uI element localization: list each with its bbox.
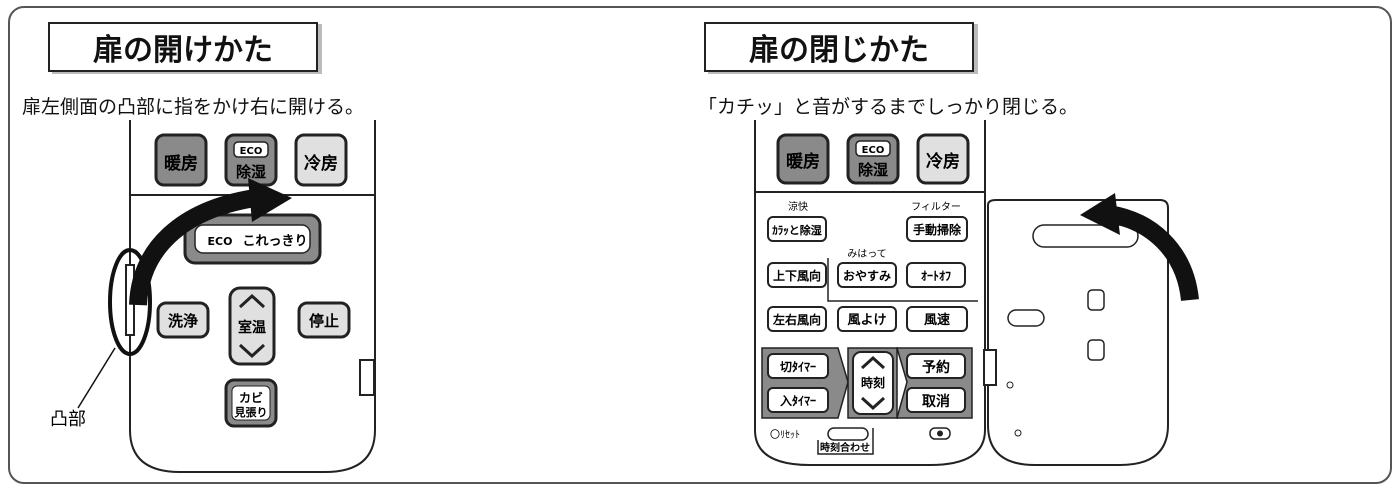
mold-watch-button: カビ 見張り (224, 378, 278, 428)
eco-clear-label: これっきり (242, 234, 307, 249)
open-caption: 扉左側面の凸部に指をかけ右に開ける。 (22, 96, 365, 118)
close-eco-label: ECO (862, 145, 885, 156)
leftright-button: 左右風向 (767, 306, 827, 332)
protrusion-highlight-circle (108, 248, 152, 356)
cool-button: 冷房 (294, 133, 348, 187)
mold-label-1: カビ (239, 390, 263, 405)
reset-label: 〇ﾘｾｯﾄ (770, 429, 800, 441)
manual-clean-button: 手動掃除 (906, 216, 968, 242)
protrusion-callout: 凸部 (50, 409, 86, 430)
wind-speed-button: 風速 (906, 306, 968, 332)
eco-label: ECO (240, 146, 263, 157)
svg-text:取消: 取消 (922, 393, 950, 410)
heat-label: 暖房 (164, 153, 198, 174)
eco-clear-eco: ECO (208, 235, 233, 248)
wind-avoid-button: 風よけ (837, 306, 897, 332)
close-cool-button: 冷房 (916, 133, 970, 185)
open-remote-illustration: 暖房 ECO 除湿 冷房 ECO これっきり 洗浄 室温 停止 カビ 見張り (50, 120, 376, 473)
svg-text:予約: 予約 (922, 359, 950, 376)
cool-label: 冷房 (304, 153, 338, 174)
svg-text:手動掃除: 手動掃除 (913, 222, 962, 237)
eco-dry-label: 除湿 (236, 163, 266, 181)
close-eco-dry-button: ECO 除湿 (846, 133, 900, 185)
on-timer-button: 入ﾀｲﾏｰ (767, 387, 829, 413)
clock-set-label: 時刻合わせ (820, 441, 870, 454)
room-temp-button: 室温 (228, 286, 276, 366)
svg-text:風速: 風速 (924, 312, 950, 328)
door-tab (983, 349, 997, 386)
svg-text:風よけ: 風よけ (847, 313, 886, 328)
door-window (1032, 224, 1139, 248)
door-panel (987, 199, 1169, 466)
stop-button: 停止 (297, 301, 351, 339)
filter-label: フィルター (911, 201, 961, 213)
stop-label: 停止 (309, 312, 339, 330)
room-temp-label: 室温 (238, 319, 266, 336)
off-timer-button: 切ﾀｲﾏｰ (767, 353, 829, 379)
svg-text:時刻: 時刻 (861, 375, 885, 390)
clock-set-slot (827, 427, 869, 441)
svg-text:ｵｰﾄｵﾌ: ｵｰﾄｵﾌ (921, 269, 951, 283)
open-title-text: 扉の開けかた (93, 33, 273, 68)
panel-frame (8, 6, 1392, 484)
close-caption: 「カチッ」と音がするまでしっかり閉じる。 (698, 96, 1079, 118)
svg-text:おやすみ: おやすみ (843, 269, 891, 283)
close-heat-label: 暖房 (786, 151, 820, 172)
svg-text:ｶﾗｯと除湿: ｶﾗｯと除湿 (772, 223, 822, 237)
mold-label-2: 見張り (234, 406, 268, 419)
mihatte-label: みはって (847, 248, 887, 260)
close-arrow-head (1080, 193, 1120, 235)
wash-label: 洗浄 (168, 312, 198, 330)
clock-button: 時刻 (852, 351, 894, 415)
eco-clear-button: ECO これっきり (183, 213, 322, 265)
open-arrow-shaft (129, 189, 257, 306)
open-title: 扉の開けかた (48, 22, 318, 72)
reserve-button: 予約 (906, 353, 966, 379)
cancel-button: 取消 (906, 387, 966, 413)
close-eco-dry-label: 除湿 (858, 161, 888, 179)
svg-text:上下風向: 上下風向 (773, 268, 821, 283)
cool-fast-label: 涼快 (788, 200, 808, 213)
svg-text:入ﾀｲﾏｰ: 入ﾀｲﾏｰ (780, 393, 816, 408)
open-arrow-head (248, 178, 292, 222)
wash-button: 洗浄 (156, 301, 210, 339)
auto-off-button: ｵｰﾄｵﾌ (906, 262, 966, 288)
sleep-button: おやすみ (837, 262, 897, 288)
close-cool-label: 冷房 (926, 151, 960, 172)
svg-text:左右風向: 左右風向 (772, 312, 821, 327)
callout-line (77, 347, 116, 409)
svg-text:切ﾀｲﾏｰ: 切ﾀｲﾏｰ (780, 359, 816, 374)
close-title-text: 扉の閉じかた (749, 33, 929, 68)
close-arrow-shaft (1106, 205, 1199, 302)
updown-button: 上下風向 (767, 262, 827, 288)
close-title: 扉の閉じかた (704, 22, 974, 72)
eco-dry-button: ECO 除湿 (224, 133, 278, 187)
heat-button: 暖房 (154, 133, 208, 187)
close-heat-button: 暖房 (776, 133, 830, 185)
karatto-button: ｶﾗｯと除湿 (767, 216, 827, 242)
side-tab (359, 359, 375, 396)
close-remote-illustration: 暖房 ECO 除湿 冷房 涼快 フィルター ｶﾗｯと除湿 手動掃除 みはって 上… (754, 120, 1199, 466)
